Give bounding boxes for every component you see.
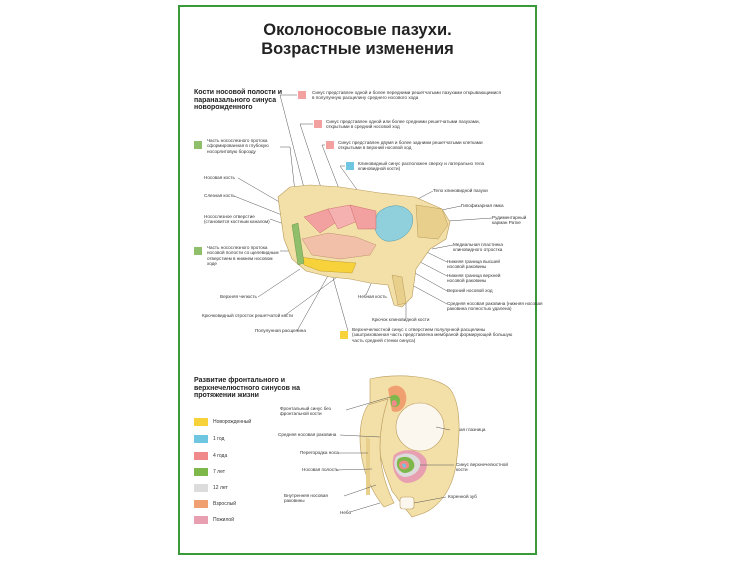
illustrations	[233, 94, 493, 518]
section2-title: Развитие фронтального и верхнечелюстного…	[194, 377, 300, 399]
label-rathke-pouch: Рудиментарный карман Ратке	[492, 215, 527, 226]
note-maxillary-sinus: Верхнечелюстной синус с отверстием полул…	[352, 327, 513, 343]
legend-label: 7 лет	[213, 469, 225, 475]
label-palatine-bone: Небная кость	[358, 294, 387, 299]
label-supreme-concha-border: Нижняя граница высшей носовой раковины	[447, 259, 500, 270]
legend-swatch	[194, 452, 208, 460]
note-swatch-posterior	[326, 141, 334, 149]
note-swatch-sphenoid	[346, 162, 354, 170]
label-nasal-cavity: Носовая полость	[302, 467, 339, 472]
legend-swatch	[194, 484, 208, 492]
note-nasolacrimal-groove: Часть носослезного протока сформированна…	[207, 138, 269, 154]
legend-label: 1 год	[213, 436, 225, 442]
legend-label: Новорожденный	[213, 419, 252, 425]
label-hypophyseal-fossa: Гипофизарная ямка	[461, 203, 504, 208]
label-maxilla: Верхняя челюсть	[220, 294, 257, 299]
label-pterygoid-hamulus: Крючок клиновидной кости	[372, 317, 430, 322]
note-swatch-nasolacrimal-groove	[194, 141, 202, 149]
label-superior-meatus: Верхний носовой ход	[447, 288, 493, 293]
label-frontal-sinus: Фронтальный синус без фронтальной кости	[280, 406, 331, 417]
label-palate: Небо	[340, 510, 352, 515]
label-sphenoid-body: Тело клиновидной пазухи	[433, 188, 488, 193]
note-sphenoid: Клиновидный синус расположен сверху и ла…	[358, 161, 485, 172]
label-nasal-bone: Носовая кость	[204, 175, 235, 180]
legend-label: 4 года	[213, 453, 228, 459]
legend-label: Взрослый	[213, 501, 236, 507]
label-molar: Коренной зуб	[448, 494, 477, 499]
legend-label: 12 лет	[213, 485, 228, 491]
legend-swatch	[194, 418, 208, 426]
note-swatch-anterior	[298, 91, 306, 99]
legend-swatch	[194, 468, 208, 476]
note-swatch-nasolacrimal-duct	[194, 247, 202, 255]
note-posterior-ethmoid: Синус представлен двумя и более задними …	[338, 140, 483, 151]
note-middle-ethmoid: Синус представлен одной или более средни…	[326, 119, 480, 130]
label-nasolacrimal-opening: Носослезное отверстие (становится костны…	[204, 214, 270, 225]
newborn-skull-section	[277, 184, 451, 308]
section1-title: Кости носовой полости и параназального с…	[194, 89, 283, 111]
poster: Околоносовые пазухи. Возрастные изменени…	[178, 5, 543, 555]
note-swatch-middle	[314, 120, 322, 128]
note-nasolacrimal-duct: Часть носослезного протока носовой полос…	[207, 245, 279, 267]
label-medial-pterygoid-plate: Медиальная пластинка клиновидного отрост…	[453, 242, 503, 253]
label-nasal-septum: Перегородка носа	[300, 450, 339, 455]
label-superior-concha-border: Нижняя граница верхней носовой раковины	[447, 273, 501, 284]
poster-title-line2: Возрастные изменения	[261, 40, 454, 58]
legend-swatch	[194, 500, 208, 508]
note-anterior-ethmoid: Синус представлен одной и более передним…	[312, 90, 501, 101]
frontal-section-diagram	[359, 375, 460, 518]
label-inferior-concha: Внутренняя носовая раковины	[284, 493, 328, 504]
label-maxillary-sinus-2: Синус верхнечелюстной кости	[456, 462, 508, 473]
legend-label: Пожилой	[213, 517, 235, 523]
legend-swatch	[194, 435, 208, 443]
legend-swatch	[194, 516, 208, 524]
note-swatch-maxillary	[340, 331, 348, 339]
label-middle-concha: Средняя носовая раковина (нижняя носовая…	[447, 301, 543, 312]
label-middle-concha-2: Средняя носовая раковина	[278, 432, 337, 437]
poster-title-line1: Околоносовые пазухи.	[263, 21, 452, 39]
label-lacrimal-bone: Слезная кость	[204, 193, 235, 198]
label-semilunar-hiatus: Полулунная расщелина	[255, 328, 306, 333]
label-uncinate-process: Крючковидный отросток решетчатой кости	[202, 313, 293, 318]
